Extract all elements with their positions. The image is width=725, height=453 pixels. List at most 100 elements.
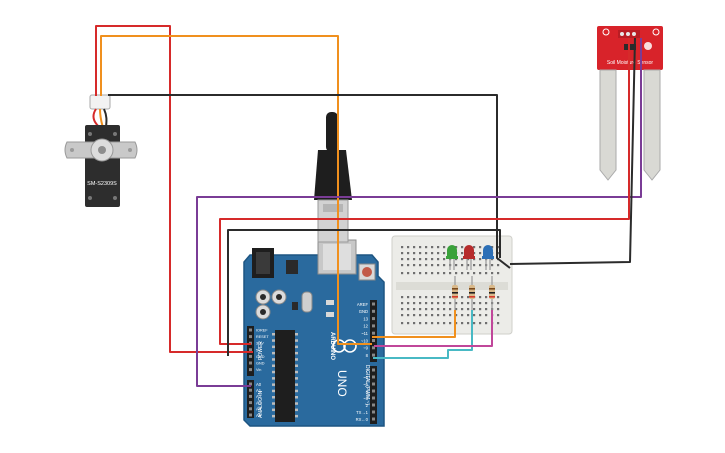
- breadboard-hole: [419, 272, 422, 275]
- digital-pin-hole[interactable]: [372, 410, 375, 414]
- analog-pin-hole[interactable]: [249, 401, 252, 405]
- breadboard-hole: [497, 246, 500, 249]
- breadboard-hole: [413, 246, 416, 249]
- digital-pin-hole[interactable]: [372, 302, 375, 306]
- digital-pin-hole[interactable]: [372, 403, 375, 407]
- breadboard-hole: [479, 264, 482, 267]
- analog-pin-hole[interactable]: [249, 407, 252, 411]
- digital-pin-hole[interactable]: [372, 389, 375, 393]
- wire-sensor-power[interactable]: [219, 38, 630, 345]
- digital-pin-hole[interactable]: [372, 346, 375, 350]
- power-pin-hole[interactable]: [249, 354, 252, 358]
- breadboard-hole: [443, 258, 446, 261]
- chip-pin: [295, 408, 298, 412]
- analog-pin-hole[interactable]: [249, 394, 252, 398]
- digital-pin-hole[interactable]: [372, 382, 375, 386]
- wire-group: [95, 25, 642, 387]
- breadboard-hole: [461, 246, 464, 249]
- wire-servo-signal[interactable]: [100, 35, 372, 345]
- breadboard-hole: [467, 302, 470, 305]
- breadboard-hole: [449, 314, 452, 317]
- digital-pin-hole[interactable]: [372, 317, 375, 321]
- analog-pin-hole[interactable]: [249, 413, 252, 417]
- chip-pin: [295, 345, 298, 349]
- resistor[interactable]: [452, 276, 458, 310]
- red-led[interactable]: [463, 245, 475, 270]
- breadboard-hole: [443, 308, 446, 311]
- breadboard-hole: [425, 302, 428, 305]
- chip-pin: [272, 408, 275, 412]
- analog-header-label: ANALOG IN: [258, 390, 264, 418]
- wire-led-blue[interactable]: [374, 310, 493, 347]
- breadboard-hole: [431, 258, 434, 261]
- breadboard-hole: [455, 264, 458, 267]
- analog-pin-hole[interactable]: [249, 382, 252, 386]
- servo-motor[interactable]: SM-S2309S: [64, 94, 138, 207]
- chip-pin: [295, 339, 298, 342]
- breadboard-hole: [413, 314, 416, 317]
- digital-pin-hole[interactable]: [372, 339, 375, 342]
- analog-header: [247, 380, 254, 418]
- breadboard-hole: [491, 246, 494, 249]
- chip-pin: [295, 414, 298, 418]
- wire-sensor-ground[interactable]: [509, 37, 636, 265]
- crystal: [301, 291, 313, 313]
- breadboard-hole: [479, 302, 482, 305]
- chip-pin: [295, 396, 298, 399]
- chip-pin: [295, 402, 298, 405]
- wire-led-red[interactable]: [373, 310, 473, 359]
- breadboard-hole: [485, 272, 488, 275]
- wire-servo-ground[interactable]: [108, 94, 511, 269]
- chip-pin: [272, 389, 275, 393]
- breadboard-hole: [485, 308, 488, 311]
- breadboard-hole: [401, 314, 404, 317]
- breadboard-hole: [431, 272, 434, 275]
- breadboard-hole: [407, 252, 410, 255]
- digital-pin-hole[interactable]: [372, 417, 375, 421]
- digital-pin-hole[interactable]: [372, 396, 375, 400]
- chip-pin: [295, 364, 298, 367]
- digital-pin-label: 2: [366, 403, 369, 408]
- breadboard-hole: [431, 296, 434, 299]
- digital-pin-hole[interactable]: [372, 368, 375, 372]
- resistor[interactable]: [489, 276, 495, 310]
- breadboard[interactable]: [391, 235, 513, 335]
- resistor-group: [452, 276, 495, 310]
- digital-header-bottom: [370, 366, 377, 424]
- breadboard-hole: [479, 296, 482, 299]
- power-pin-hole[interactable]: [249, 368, 252, 372]
- power-pin-hole[interactable]: [249, 328, 252, 332]
- chip-pin: [295, 370, 298, 374]
- breadboard-hole: [401, 302, 404, 305]
- resistor[interactable]: [469, 276, 475, 310]
- breadboard-hole: [437, 308, 440, 311]
- analog-pin-hole[interactable]: [249, 388, 252, 392]
- digital-pin-label: ~5: [363, 382, 368, 387]
- breadboard-hole: [467, 264, 470, 267]
- digital-pin-hole[interactable]: [372, 324, 375, 328]
- chip-pin: [272, 377, 275, 380]
- breadboard-hole: [461, 264, 464, 267]
- wire-sensor-signal[interactable]: [196, 38, 642, 387]
- breadboard-hole: [419, 252, 422, 255]
- digital-pin-hole[interactable]: [372, 309, 375, 313]
- blue-led[interactable]: [482, 245, 494, 270]
- digital-pin-hole[interactable]: [372, 353, 375, 357]
- wire-led-green[interactable]: [372, 310, 456, 338]
- breadboard-hole: [479, 252, 482, 255]
- power-pin-hole[interactable]: [249, 348, 252, 352]
- breadboard-hole: [443, 246, 446, 249]
- breadboard-hole: [455, 314, 458, 317]
- digital-pin-hole[interactable]: [372, 375, 375, 379]
- breadboard-hole: [431, 246, 434, 249]
- power-pin-hole[interactable]: [249, 335, 252, 339]
- power-pin-hole[interactable]: [249, 361, 252, 365]
- breadboard-hole: [401, 308, 404, 311]
- wire-gnd-rail[interactable]: [227, 229, 501, 356]
- breadboard-hole: [419, 264, 422, 267]
- breadboard-hole: [407, 322, 410, 325]
- green-led[interactable]: [446, 245, 458, 270]
- digital-pin-hole[interactable]: [372, 331, 375, 335]
